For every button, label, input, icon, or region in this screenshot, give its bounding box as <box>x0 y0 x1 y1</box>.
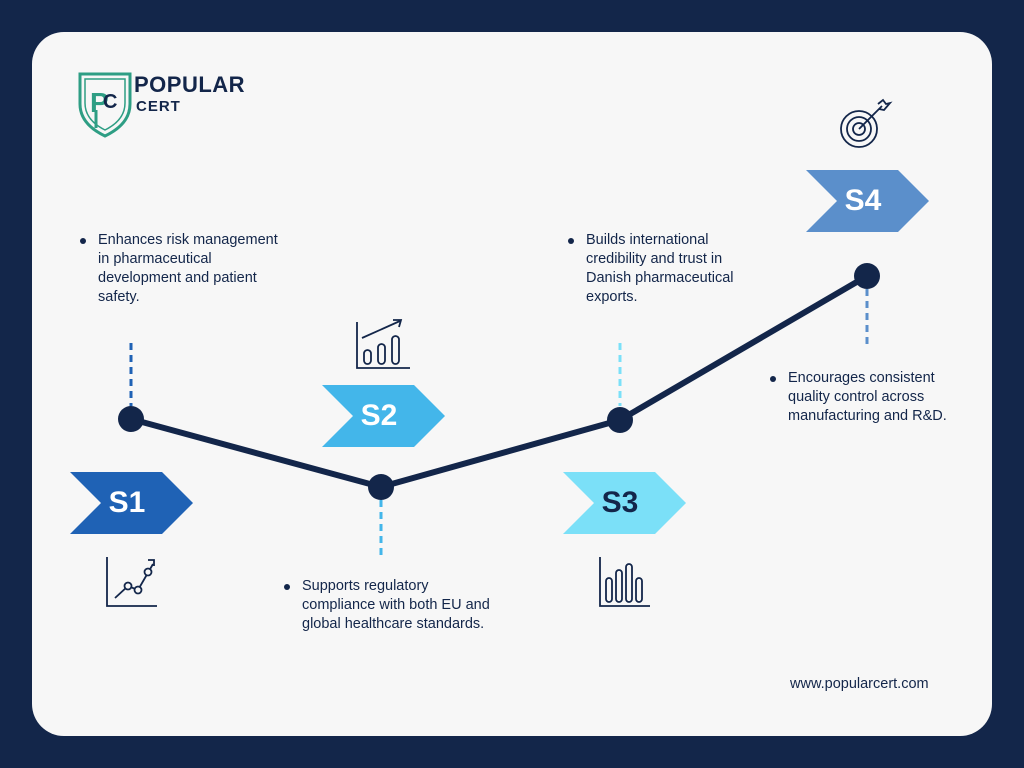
brand-subname: CERT <box>136 98 181 115</box>
chevron-s2 <box>322 385 445 447</box>
step-label-s2: S2 <box>360 399 398 432</box>
node-s3 <box>607 407 633 433</box>
popularcert-logo: P C <box>78 72 132 138</box>
website-url[interactable]: www.popularcert.com <box>790 676 929 692</box>
svg-text:C: C <box>103 91 117 113</box>
step-label-s3: S3 <box>601 486 639 519</box>
step-note-s1: Enhances risk management in pharmaceutic… <box>78 231 293 307</box>
step-note-s2: Supports regulatory compliance with both… <box>282 577 497 634</box>
chevron-s3 <box>563 472 686 534</box>
content-card <box>32 32 992 736</box>
shield-icon <box>78 72 132 138</box>
step-note-s3: Builds international credibility and tru… <box>566 231 766 307</box>
step-label-s4: S4 <box>844 184 882 217</box>
node-s1 <box>118 406 144 432</box>
brand-name: POPULAR <box>134 72 246 97</box>
chevron-s1 <box>70 472 193 534</box>
chevron-s4 <box>806 170 929 232</box>
target-icon <box>840 98 893 148</box>
node-s2 <box>368 474 394 500</box>
node-s4 <box>854 263 880 289</box>
step-label-s1: S1 <box>108 486 146 519</box>
line-chart-icon <box>106 557 157 607</box>
bar-chart-icon <box>599 557 650 607</box>
growth-bar-chart-icon <box>356 319 410 369</box>
step-note-s4: Encourages consistent quality control ac… <box>768 369 968 426</box>
timeline-line <box>130 273 869 490</box>
